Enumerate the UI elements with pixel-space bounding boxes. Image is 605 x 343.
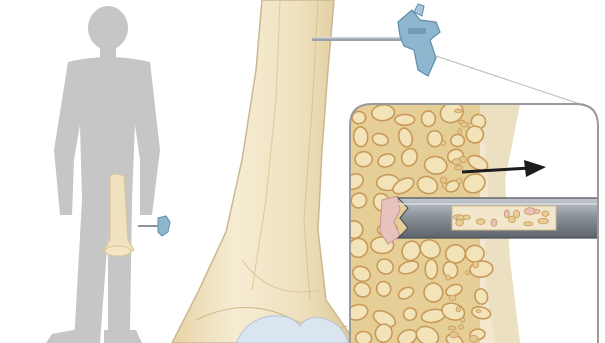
trabecular-cavity [450, 134, 464, 147]
bone-speck [450, 332, 459, 338]
core-sample-speck [542, 211, 549, 217]
core-sample-speck [491, 219, 497, 226]
core-sample-speck [525, 208, 536, 215]
zoom-guide-line [436, 56, 580, 104]
trabecular-cavity [425, 259, 438, 279]
core-sample-speck [504, 210, 509, 218]
bone-speck [456, 306, 461, 311]
core-sample-speck [513, 210, 519, 218]
bone-speck [454, 109, 462, 112]
bone-speck [457, 178, 462, 184]
bone-speck [458, 129, 462, 134]
biopsy-needle-inset [398, 198, 598, 238]
trabecular-cavity [354, 151, 372, 167]
bone-speck [449, 295, 456, 301]
trabecular-cavity [421, 111, 435, 127]
trabecular-cavity [353, 127, 368, 148]
bone-speck [465, 271, 469, 275]
trabecular-cavity [445, 244, 466, 264]
trabecular-cavity [349, 238, 368, 258]
femur-bone [172, 0, 356, 343]
core-sample-speck [456, 219, 464, 226]
bone-speck [454, 166, 463, 170]
magnified-inset [342, 99, 598, 343]
bone-speck [446, 275, 451, 280]
bone-speck [469, 335, 478, 342]
bone-speck [473, 261, 479, 268]
bone-speck [459, 325, 464, 330]
core-sample-speck [534, 210, 540, 214]
human-silhouette-icon [46, 6, 160, 343]
bone-speck [453, 159, 462, 165]
bone-speck [476, 310, 481, 313]
trabecular-cavity [355, 331, 372, 343]
small-needle-icon [138, 216, 170, 236]
trabecular-cavity [427, 130, 443, 147]
core-sample-speck [538, 218, 548, 224]
trabecular-cavity [395, 114, 415, 125]
core-sample-speck [524, 222, 533, 226]
core-sample-speck [463, 215, 470, 219]
bone-speck [441, 141, 446, 146]
bone-speck [440, 177, 447, 183]
bone-speck [442, 183, 447, 188]
bone-speck [461, 318, 465, 323]
bone-speck [467, 123, 473, 127]
bone-speck [448, 326, 456, 330]
core-sample-speck [476, 219, 485, 225]
